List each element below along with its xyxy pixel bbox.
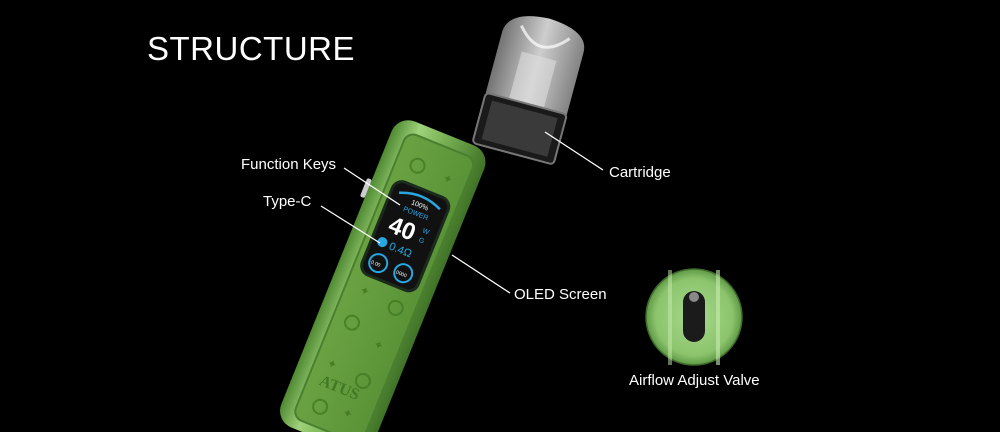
svg-text:✦: ✦ — [340, 405, 355, 422]
page-title: STRUCTURE — [147, 30, 355, 67]
label-airflow-adjust-valve: Airflow Adjust Valve — [629, 372, 760, 389]
label-function-keys: Function Keys — [241, 156, 337, 173]
airflow-valve-inset — [645, 268, 743, 366]
device-body: ✦✦ ✦✦ ✦ ATUS 100% POWER 40 W G 0.4Ω 0.00… — [280, 120, 486, 432]
svg-text:G: G — [417, 237, 425, 246]
cartridge — [472, 16, 585, 165]
label-oled-screen: OLED Screen — [514, 286, 607, 303]
svg-text:✦: ✦ — [440, 171, 455, 188]
label-cartridge: Cartridge — [609, 164, 671, 181]
label-type-c: Type-C — [263, 193, 312, 210]
svg-text:✦: ✦ — [371, 337, 386, 354]
svg-text:✦: ✦ — [357, 283, 372, 300]
svg-text:0.00: 0.00 — [370, 260, 381, 269]
svg-text:✦: ✦ — [325, 356, 340, 373]
svg-text:0000: 0000 — [395, 270, 408, 280]
svg-text:W: W — [421, 228, 430, 237]
